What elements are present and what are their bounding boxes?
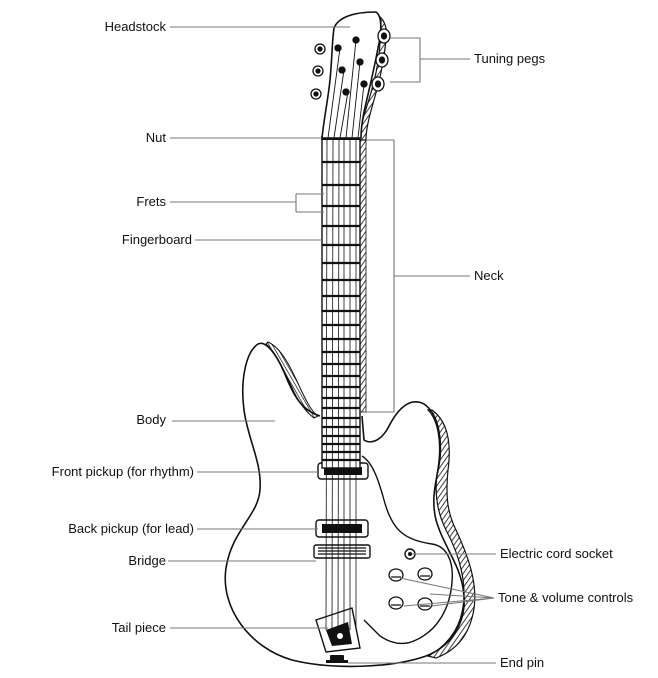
label-electric-cord-socket: Electric cord socket [500,546,613,561]
label-frets: Frets [136,194,166,209]
fingerboard-shape [321,137,361,469]
guitar-neck [321,136,367,469]
bridge-shape [313,544,371,559]
cord-socket [404,548,416,560]
label-end-pin: End pin [500,655,545,670]
headstock-outline [321,11,382,139]
fret-wires [322,160,360,462]
guitar-body [224,341,476,668]
headstock-strings [327,39,365,139]
leader-tuning-pegs [390,37,470,83]
guitar-strings [325,139,357,631]
back-pickup-shape [315,519,369,538]
control-knobs [388,567,433,611]
leader-frets [170,193,324,213]
right-tuning-pegs [352,28,391,92]
leader-lines [168,26,496,664]
label-bridge: Bridge [128,553,166,568]
label-back-pickup: Back pickup (for lead) [68,521,194,536]
body-outline [224,342,465,668]
label-tail-piece: Tail piece [111,620,166,635]
label-body: Body [136,412,166,427]
body-edge-shading [426,409,476,659]
label-fingerboard: Fingerboard [121,232,192,247]
leader-neck [366,139,470,413]
neck-side-shading [359,139,367,413]
label-nut: Nut [145,130,166,145]
label-front-pickup: Front pickup (for rhythm) [51,464,194,479]
label-headstock: Headstock [104,19,166,34]
leader-controls [399,577,495,607]
pickguard [361,455,453,645]
left-tuning-pegs [310,43,350,100]
end-pin-shape [326,655,348,663]
label-neck: Neck [474,268,504,283]
label-tone-volume-controls: Tone & volume controls [498,590,634,605]
label-tuning-pegs: Tuning pegs [474,51,546,66]
guitar-headstock [310,11,391,141]
